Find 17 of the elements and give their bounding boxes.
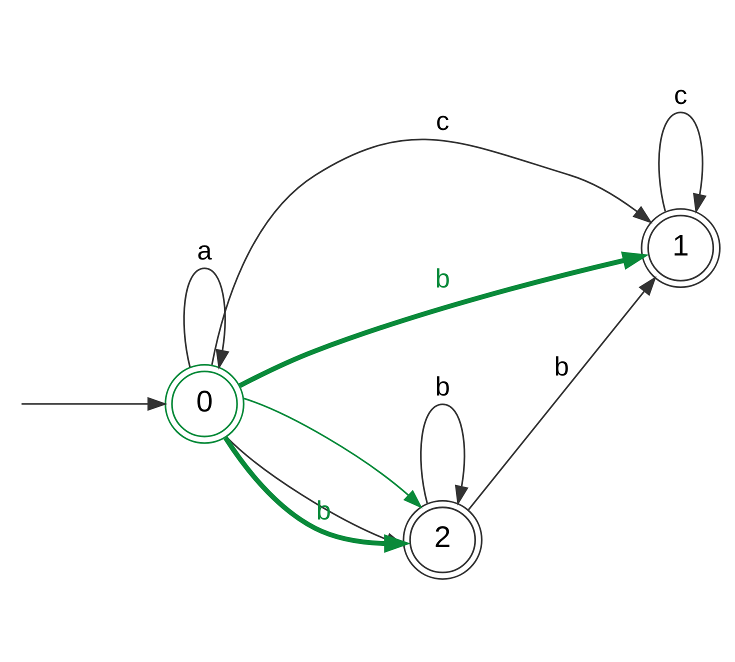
arrow <box>211 138 652 365</box>
node-circle: 1 <box>640 208 721 288</box>
arrow <box>420 403 469 506</box>
edge-label: c <box>674 80 688 110</box>
arrow <box>238 252 649 388</box>
arrow <box>244 398 423 509</box>
arrow <box>22 396 168 411</box>
node-circle: 0 <box>164 364 244 444</box>
edge-label: a <box>197 236 212 266</box>
arrow <box>183 268 230 370</box>
arrow <box>468 276 656 510</box>
edge-label: b <box>435 372 450 402</box>
node-circle: 2 <box>402 500 483 580</box>
edge-label: b <box>554 351 570 382</box>
edge-label: b <box>435 264 450 294</box>
edge-label: c <box>436 106 450 136</box>
arrow <box>658 112 707 214</box>
